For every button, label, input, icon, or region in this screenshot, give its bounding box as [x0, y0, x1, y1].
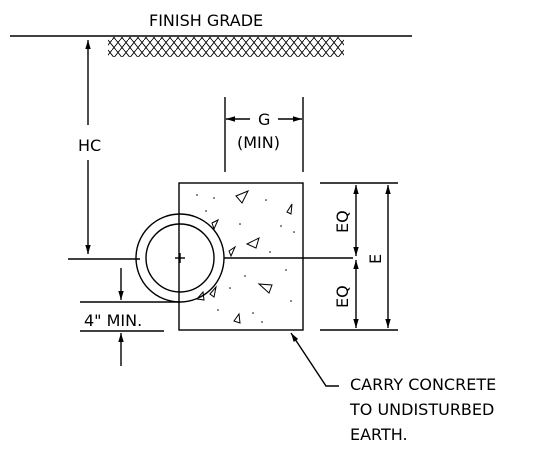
eq-bottom-label: EQ [333, 285, 352, 308]
concrete-aggregate [196, 190, 295, 324]
hc-label: HC [78, 136, 101, 155]
eq-top-label: EQ [333, 210, 352, 233]
soil-hatch [108, 37, 344, 57]
e-label: E [366, 254, 385, 264]
pipe-inner [145, 223, 215, 293]
g-min-label: (MIN) [237, 133, 280, 152]
g-label: G [258, 110, 270, 129]
four-in-min-label: 4" MIN. [84, 311, 142, 330]
concrete-block [178, 182, 304, 331]
pipe-aggregate-top [211, 218, 220, 231]
finish-grade-label: FINISH GRADE [149, 11, 263, 30]
note-line-1: CARRY CONCRETE [350, 375, 496, 394]
note-line-3: EARTH. [350, 425, 408, 444]
note-line-2: TO UNDISTURBED [349, 400, 494, 419]
pipe-aggregate-bottom [209, 285, 217, 298]
note-leader-line [290, 332, 339, 387]
